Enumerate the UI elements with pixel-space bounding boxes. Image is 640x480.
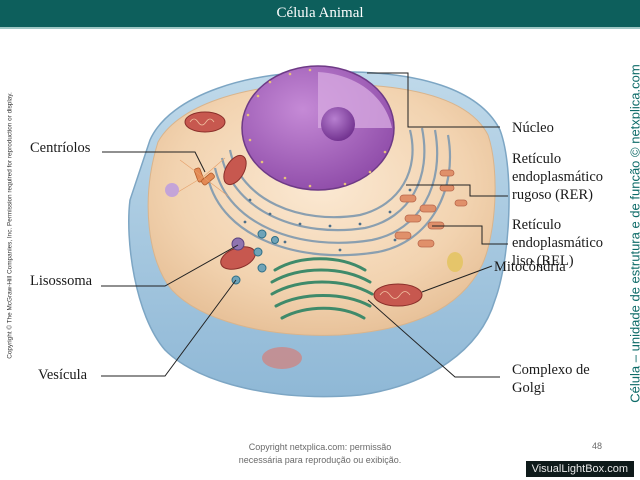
rough-er [206, 127, 452, 257]
side-caption: Célula – unidade de estrutura e de funçã… [627, 64, 640, 403]
mitochondria-cristae [189, 118, 411, 299]
label-centriolos: Centríolos [30, 140, 91, 156]
label-rel: Retículo endoplasmático liso (REL) [512, 217, 604, 269]
watermark-badge: VisualLightBox.com [525, 461, 634, 477]
copyright-vertical: Copyright © The McGraw-Hill Companies, I… [6, 92, 14, 359]
label-mitocondria: Mitocôndria [494, 259, 566, 275]
label-rer: Retículo endoplasmático rugoso (RER) [512, 151, 604, 203]
header-bar: Célula Animal [0, 0, 640, 27]
leader-vesicula [101, 279, 237, 377]
nucleolus [321, 107, 355, 141]
leader-rel [432, 225, 508, 245]
label-golgi: Complexo de Golgi [512, 362, 590, 396]
leader-nucleo [367, 72, 500, 128]
mitochondria [184, 111, 423, 307]
leader-centriolos [102, 151, 206, 173]
leader-lisossoma [101, 244, 239, 287]
page-number: 48 [592, 441, 603, 451]
nuclear-pores [246, 68, 387, 188]
header-divider [0, 27, 640, 29]
label-lisossoma: Lisossoma [30, 273, 93, 289]
leader-mitocondria [421, 265, 493, 293]
lysosome [231, 237, 245, 251]
centrioles [193, 167, 215, 186]
other-organelles [165, 183, 463, 369]
label-nucleo: Núcleo [512, 120, 554, 136]
footer-copyright: Copyright netxplica.com: permissão neces… [238, 442, 402, 465]
rer-ribosomes [243, 188, 432, 252]
leader-lines [101, 72, 508, 378]
label-vesicula: Vesícula [38, 367, 88, 383]
leader-golgi [367, 299, 500, 378]
centrosome-rays [177, 157, 229, 197]
page-title: Célula Animal [276, 5, 364, 21]
golgi-complex [270, 257, 374, 320]
leader-rer [406, 184, 508, 197]
smooth-er [394, 169, 468, 248]
